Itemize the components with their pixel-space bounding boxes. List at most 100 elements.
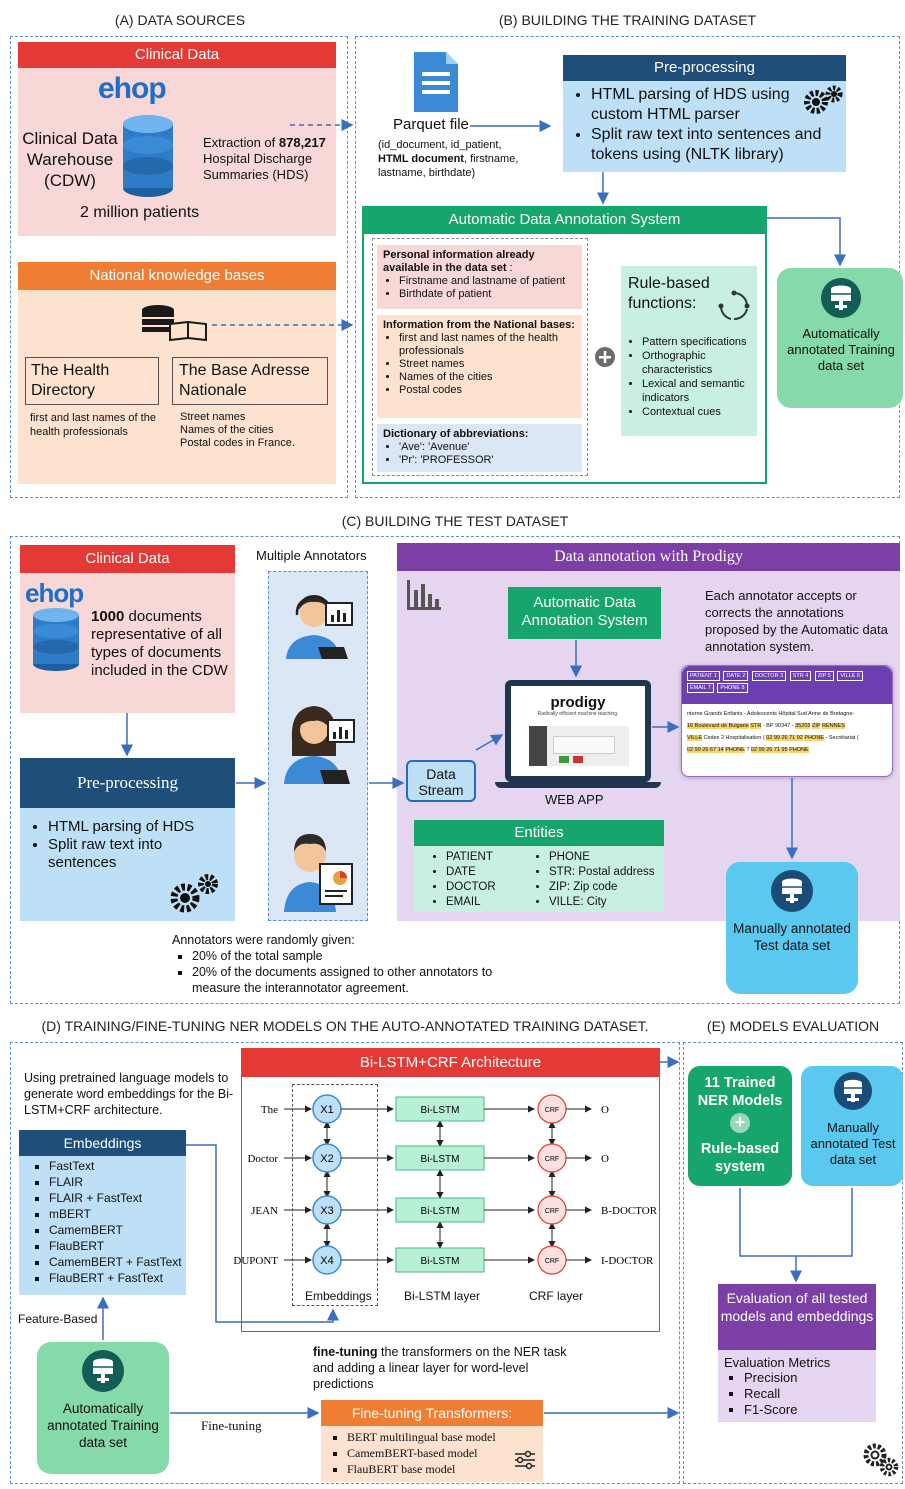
output-tag: I-DOCTOR bbox=[601, 1255, 654, 1267]
lstm-cell-label: Bi-LSTM bbox=[421, 1206, 460, 1217]
database-icon-test bbox=[33, 608, 79, 671]
output-tag: O bbox=[601, 1104, 609, 1116]
trained-models-label: 11 Trained NER Models bbox=[697, 1075, 783, 1109]
label-email[interactable]: EMAIL 7 bbox=[687, 683, 714, 693]
lstm-cell bbox=[395, 1247, 485, 1273]
cycle-icon bbox=[718, 290, 750, 321]
prodigy-tagline: Radically efficient machine teaching. bbox=[537, 711, 619, 717]
parquet-label: Parquet file bbox=[393, 116, 469, 133]
patients-count: 2 million patients bbox=[80, 204, 200, 221]
label-phone[interactable]: PHONE 8 bbox=[717, 683, 748, 693]
output-tag: B-DOCTOR bbox=[601, 1205, 658, 1217]
annotators-note: Annotators were randomly given: 20% of t… bbox=[172, 932, 512, 996]
health-directory-title: The Health Directory bbox=[25, 357, 159, 405]
embeddings-box: Embeddings FastTextFLAIRFLAIR + FastText… bbox=[19, 1130, 186, 1295]
lstm-cell bbox=[395, 1145, 485, 1171]
knowledge-sources-frame bbox=[372, 238, 588, 476]
annotators-title: Multiple Annotators bbox=[256, 548, 367, 563]
embeddings-intro: Using pretrained language models to gene… bbox=[24, 1071, 234, 1117]
ehop-logo: ehop bbox=[98, 72, 167, 105]
document-icon bbox=[414, 52, 458, 112]
embeddings-header: Embeddings bbox=[19, 1130, 186, 1156]
section-e-frame bbox=[683, 1042, 903, 1484]
preprocessing-list: HTML parsing of HDS using custom HTML pa… bbox=[563, 81, 846, 165]
annotator-female-icon bbox=[284, 706, 355, 784]
knowledge-bases-header: National knowledge bases bbox=[18, 262, 336, 290]
crf-node-label: CRF bbox=[545, 1208, 559, 1215]
section-a-frame bbox=[10, 36, 348, 498]
test-preprocessing-list: HTML parsing of HDSSplit raw text into s… bbox=[20, 808, 235, 872]
dataset-icon-d bbox=[82, 1350, 124, 1392]
section-a-title: (A) DATA SOURCES bbox=[114, 12, 246, 28]
annotator-male-2-icon bbox=[284, 834, 353, 912]
test-clinical-header: Clinical Data bbox=[20, 545, 235, 573]
col-lstm-label: Bi-LSTM layer bbox=[404, 1289, 481, 1303]
rule-system-label: Rule-based system bbox=[700, 1141, 780, 1175]
crf-node-label: CRF bbox=[545, 1107, 559, 1114]
section-d-frame bbox=[10, 1042, 680, 1484]
crf-node-label: CRF bbox=[545, 1156, 559, 1163]
embeddings-list: FastTextFLAIRFLAIR + FastTextmBERT Camem… bbox=[19, 1156, 186, 1286]
section-c-title: (C) BUILDING THE TEST DATASET bbox=[341, 513, 569, 529]
prodigy-logo: prodigy bbox=[550, 694, 606, 711]
entities-header: Entities bbox=[414, 820, 664, 846]
fine-tuning-desc: fine-tuning the transformers on the NER … bbox=[313, 1345, 567, 1391]
label-str[interactable]: STR 4 bbox=[789, 671, 812, 681]
ft-transformers-header: Fine-tuning Transformers: bbox=[321, 1400, 543, 1426]
dataset-icon bbox=[821, 278, 861, 318]
auto-training-set-label: Automatically annotated Training data se… bbox=[787, 326, 895, 373]
database-icon bbox=[123, 115, 173, 197]
plus-icon bbox=[595, 347, 615, 367]
test-docs-text: 1000 documents representative of all typ… bbox=[91, 608, 228, 679]
annotator-male-icon bbox=[286, 595, 353, 659]
label-zip[interactable]: ZIP 5 bbox=[814, 671, 834, 681]
accept-text: Each annotator accepts or corrects the a… bbox=[705, 588, 888, 654]
training-set-label-d: Automatically annotated Training data se… bbox=[47, 1401, 159, 1450]
lstm-cell-label: Bi-LSTM bbox=[421, 1105, 460, 1116]
label-doctor[interactable]: DOCTOR 3 bbox=[751, 671, 787, 681]
lstm-cell bbox=[395, 1096, 485, 1122]
laptop-base bbox=[495, 782, 661, 788]
abbreviations-box: Dictionary of abbreviations: 'Ave': 'Ave… bbox=[377, 424, 582, 472]
clinical-data-box: Clinical Data bbox=[18, 42, 336, 236]
bilstm-box: Bi-LSTM+CRF Architecture bbox=[241, 1048, 660, 1332]
label-ville[interactable]: VILLE 6 bbox=[837, 671, 863, 681]
bilstm-header: Bi-LSTM+CRF Architecture bbox=[242, 1049, 659, 1077]
label-date[interactable]: DATE 2 bbox=[723, 671, 749, 681]
extraction-text: Extraction of 878,217 Hospital Discharge… bbox=[203, 135, 326, 182]
metrics-title: Evaluation Metrics bbox=[724, 1355, 831, 1370]
app-preview bbox=[529, 726, 629, 766]
ehop-logo-test: ehop bbox=[25, 578, 84, 608]
embedding-node-label: X3 bbox=[320, 1205, 333, 1217]
label-patient[interactable]: PATIENT 1 bbox=[687, 671, 720, 681]
section-d-title: (D) TRAINING/FINE-TUNING NER MODELS ON T… bbox=[41, 1018, 649, 1034]
lstm-cell-label: Bi-LSTM bbox=[421, 1256, 460, 1267]
personal-info-box: Personal information already available i… bbox=[377, 245, 582, 309]
laptop-screen: prodigy Radically efficient machine teac… bbox=[511, 686, 645, 776]
lstm-cell-label: Bi-LSTM bbox=[421, 1154, 460, 1165]
clinical-data-header: Clinical Data bbox=[18, 42, 336, 68]
embedding-node-label: X1 bbox=[320, 1104, 333, 1116]
test-set-label-e: Manually annotated Test data set bbox=[810, 1120, 896, 1167]
database-book-icon bbox=[142, 305, 207, 342]
feature-based-label: Feature-Based bbox=[18, 1312, 98, 1326]
knowledge-bases-box: National knowledge bases bbox=[18, 262, 336, 484]
entities-right-list: PHONESTR: Postal addressZIP: Zip codeVIL… bbox=[533, 850, 654, 910]
evaluation-box: Evaluation of all tested models and embe… bbox=[718, 1284, 876, 1422]
parquet-fields: (id_document, id_patient, HTML document,… bbox=[378, 139, 519, 179]
annotation-screenshot: PATIENT 1 DATE 2 DOCTOR 3 STR 4 ZIP 5 VI… bbox=[681, 665, 893, 777]
annotated-text: nterne Grands Enfants - Adolescents Hôpi… bbox=[687, 711, 859, 753]
sliders-icon bbox=[515, 1450, 535, 1470]
dataset-icon-test bbox=[771, 870, 813, 912]
health-directory-desc: first and last names of the health profe… bbox=[30, 412, 156, 438]
rule-based-list: Pattern specificationsOrthographic chara… bbox=[628, 335, 756, 419]
cdw-label: Clinical Data Warehouse (CDW) bbox=[22, 129, 118, 190]
evaluation-header: Evaluation of all tested models and embe… bbox=[718, 1284, 876, 1350]
prodigy-header: Data annotation with Prodigy bbox=[397, 543, 900, 571]
rule-based-title: Rule-based functions: bbox=[628, 275, 710, 312]
manual-test-set-label: Manually annotated Test data set bbox=[733, 921, 851, 953]
dataset-icon-e bbox=[834, 1072, 872, 1110]
